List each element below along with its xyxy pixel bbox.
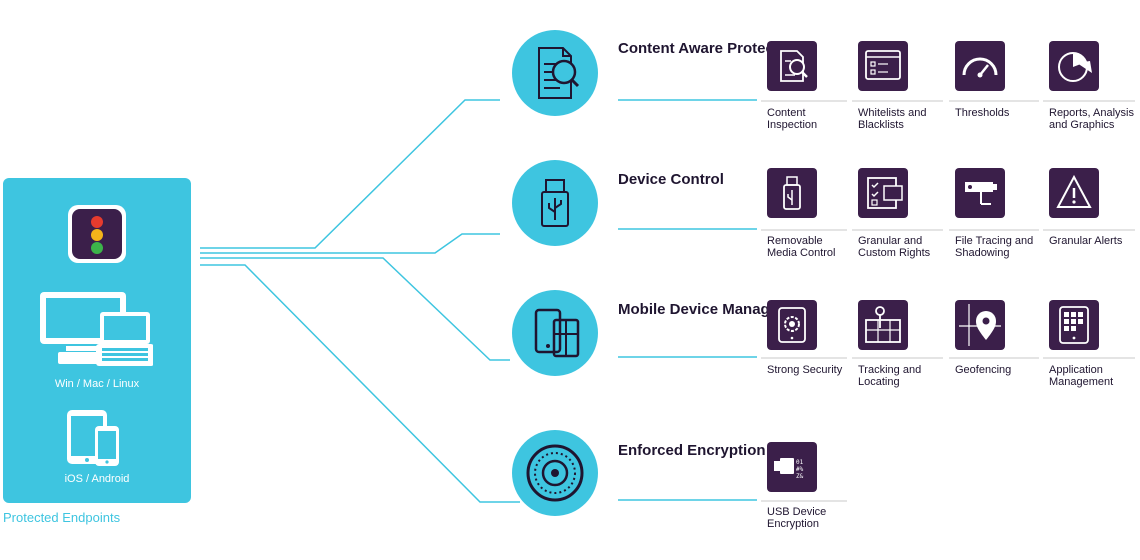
feature-rule bbox=[761, 100, 847, 102]
feature-rule bbox=[949, 100, 1039, 102]
feature-label-geofencing: Geofencing bbox=[955, 364, 1012, 376]
feature-label-whitelists-blacklists: Whitelists and Blacklists bbox=[858, 107, 927, 131]
location-marker-icon bbox=[955, 300, 1005, 350]
pie-chart-icon bbox=[1049, 41, 1099, 91]
feature-rule bbox=[1043, 229, 1135, 231]
tablet-phone-icon bbox=[67, 410, 119, 466]
content-aware-protection-icon bbox=[512, 30, 598, 116]
feature-rule bbox=[949, 229, 1039, 231]
category-title-content-aware-protection: Content Aware Protection bbox=[618, 40, 802, 57]
desktop-laptop-icon bbox=[40, 292, 153, 366]
feature-rule bbox=[949, 357, 1039, 359]
gauge-icon bbox=[955, 41, 1005, 91]
security-camera-icon bbox=[955, 168, 1005, 218]
category-title-mobile-device-management: Mobile Device Management bbox=[618, 301, 814, 318]
usb-encrypted-icon: 01#%Z& bbox=[767, 442, 817, 492]
device-control-icon bbox=[512, 160, 598, 246]
feature-label-file-tracing-shadowing: File Tracing and Shadowing bbox=[955, 235, 1034, 259]
feature-label-granular-alerts: Granular Alerts bbox=[1049, 235, 1123, 247]
green-light-icon bbox=[91, 242, 103, 254]
map-pin-icon bbox=[858, 300, 908, 350]
feature-rule bbox=[852, 357, 943, 359]
tablet-gear-icon bbox=[767, 300, 817, 350]
category-title-enforced-encryption: Enforced Encryption bbox=[618, 442, 766, 459]
connector-line bbox=[200, 257, 510, 361]
yellow-light-icon bbox=[91, 229, 103, 241]
desktop-platforms-label: Win / Mac / Linux bbox=[54, 378, 140, 390]
svg-text:01: 01 bbox=[796, 459, 804, 466]
red-light-icon bbox=[91, 216, 103, 228]
traffic-light-app-icon bbox=[68, 205, 126, 263]
document-magnifier-icon bbox=[767, 41, 817, 91]
warning-triangle-icon bbox=[1049, 168, 1099, 218]
feature-rule bbox=[761, 357, 847, 359]
feature-label-content-inspection: Content Inspection bbox=[767, 107, 818, 131]
svg-text:#%: #% bbox=[796, 466, 804, 473]
connector-line bbox=[200, 233, 500, 254]
feature-rule bbox=[1043, 357, 1135, 359]
checklist-card-icon bbox=[858, 168, 908, 218]
feature-rule bbox=[852, 100, 943, 102]
usb-drive-icon bbox=[767, 168, 817, 218]
protected-endpoints-label: Protected Endpoints bbox=[3, 510, 121, 525]
mobile-platforms-label: iOS / Android bbox=[64, 473, 130, 485]
feature-rule bbox=[1043, 100, 1135, 102]
feature-label-reports-analysis: Reports, Analysis and Graphics bbox=[1049, 107, 1134, 131]
feature-rule bbox=[852, 229, 943, 231]
app-grid-icon bbox=[1049, 300, 1099, 350]
enforced-encryption-icon bbox=[512, 430, 598, 516]
feature-label-tracking-locating: Tracking and Locating bbox=[858, 364, 922, 388]
mobile-device-management-icon bbox=[512, 290, 598, 376]
feature-label-strong-security: Strong Security bbox=[767, 364, 843, 376]
category-title-device-control: Device Control bbox=[618, 171, 724, 188]
feature-rule bbox=[761, 229, 847, 231]
svg-text:Z&: Z& bbox=[796, 473, 804, 480]
connector-line bbox=[200, 264, 520, 503]
connector-line bbox=[200, 99, 500, 249]
browser-checklist-icon bbox=[858, 41, 908, 91]
feature-rule bbox=[761, 500, 847, 502]
feature-label-granular-custom-rights: Granular and Custom Rights bbox=[858, 235, 931, 259]
feature-label-usb-device-encryption: USB Device Encryption bbox=[767, 506, 827, 530]
feature-label-thresholds: Thresholds bbox=[955, 107, 1010, 119]
feature-label-removable-media-control: Removable Media Control bbox=[767, 235, 836, 259]
feature-label-application-management: Application Management bbox=[1049, 364, 1114, 388]
